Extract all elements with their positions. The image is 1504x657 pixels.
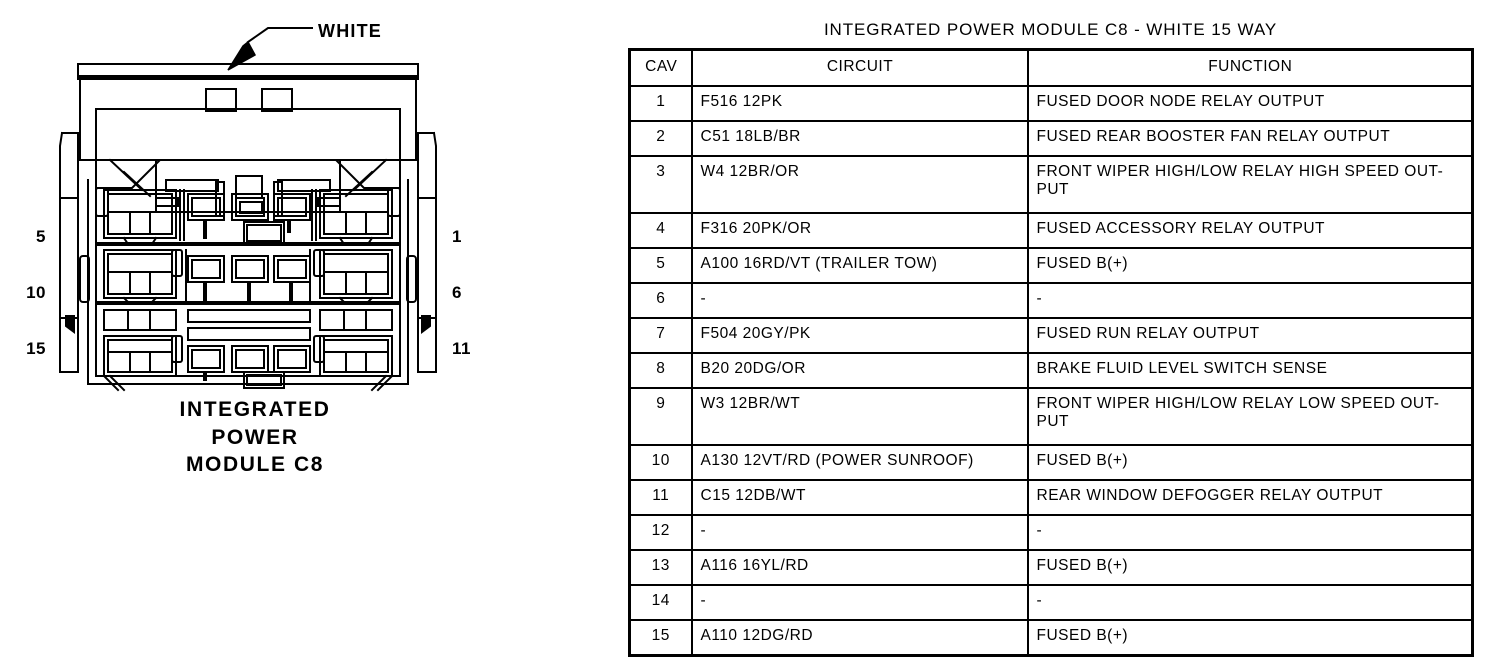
cell-circuit: F316 20PK/OR <box>690 212 1029 249</box>
cell-cav: 2 <box>628 120 693 157</box>
cell-cav: 6 <box>628 282 693 319</box>
cell-function: BRAKE FLUID LEVEL SWITCH SENSE <box>1026 352 1474 389</box>
cell-cav: 12 <box>628 514 693 551</box>
connector-caption-line-3: MODULE C8 <box>185 453 325 477</box>
cell-cav: 15 <box>628 619 693 657</box>
cell-circuit: - <box>690 282 1029 319</box>
cell-function: REAR WINDOW DEFOGGER RELAY OUTPUT <box>1026 479 1474 516</box>
connector-caption-line-1: INTEGRATED <box>179 398 331 421</box>
cell-circuit: A110 12DG/RD <box>690 619 1029 657</box>
cell-function: FUSED ACCESSORY RELAY OUTPUT <box>1026 212 1474 249</box>
cell-function: FRONT WIPER HIGH/LOW RELAY HIGH SPEED OU… <box>1026 155 1474 214</box>
cell-cav: 14 <box>628 584 693 621</box>
cell-cav: 4 <box>628 212 693 249</box>
cell-cav: 11 <box>628 479 693 516</box>
table-row: 12-- <box>628 514 1474 551</box>
cell-function: FUSED RUN RELAY OUTPUT <box>1026 317 1474 354</box>
column-header-function: FUNCTION <box>1026 48 1474 87</box>
cell-circuit: F504 20GY/PK <box>690 317 1029 354</box>
cell-function: FUSED B(+) <box>1026 549 1474 586</box>
pin-label-right-6: 6 <box>452 283 462 302</box>
cell-function: - <box>1026 282 1474 319</box>
cell-cav: 10 <box>628 444 693 481</box>
connector-illustration-panel: WHITE 5 10 15 1 6 11 INTEGRATED POWER MO… <box>0 0 600 650</box>
pin-label-right-1: 1 <box>452 227 462 246</box>
table-row: 14-- <box>628 584 1474 621</box>
cell-circuit: C51 18LB/BR <box>690 120 1029 157</box>
cavity-table-panel: INTEGRATED POWER MODULE C8 - WHITE 15 WA… <box>628 20 1474 657</box>
connector-caption-line-2: POWER <box>211 425 299 449</box>
cell-cav: 3 <box>628 155 693 214</box>
pin-label-left-5: 5 <box>36 227 46 246</box>
cell-function: FUSED DOOR NODE RELAY OUTPUT <box>1026 85 1474 122</box>
cell-cav: 9 <box>628 387 693 446</box>
table-header-row: CAV CIRCUIT FUNCTION <box>628 48 1474 87</box>
cell-cav: 5 <box>628 247 693 284</box>
column-header-cav: CAV <box>628 48 693 87</box>
pin-label-right-11: 11 <box>452 339 471 358</box>
cell-circuit: C15 12DB/WT <box>690 479 1029 516</box>
cell-circuit: - <box>690 514 1029 551</box>
cell-circuit: A130 12VT/RD (POWER SUNROOF) <box>690 444 1029 481</box>
cell-function: - <box>1026 584 1474 621</box>
cell-function: FUSED B(+) <box>1026 247 1474 284</box>
cell-function: FUSED REAR BOOSTER FAN RELAY OUTPUT <box>1026 120 1474 157</box>
cell-function: FUSED B(+) <box>1026 444 1474 481</box>
table-row: 6-- <box>628 282 1474 319</box>
cell-function: FRONT WIPER HIGH/LOW RELAY LOW SPEED OUT… <box>1026 387 1474 446</box>
cell-function: - <box>1026 514 1474 551</box>
cell-cav: 7 <box>628 317 693 354</box>
cell-cav: 1 <box>628 85 693 122</box>
cell-circuit: A100 16RD/VT (TRAILER TOW) <box>690 247 1029 284</box>
connector-drawing <box>59 27 437 392</box>
cell-circuit: F516 12PK <box>690 85 1029 122</box>
column-header-circuit: CIRCUIT <box>690 48 1029 87</box>
cell-circuit: W4 12BR/OR <box>690 155 1029 214</box>
cell-circuit: A116 16YL/RD <box>690 549 1029 586</box>
cell-circuit: B20 20DG/OR <box>690 352 1029 389</box>
cell-circuit: - <box>690 584 1029 621</box>
cell-circuit: W3 12BR/WT <box>690 387 1029 446</box>
pin-label-left-10: 10 <box>26 283 46 302</box>
cell-function: FUSED B(+) <box>1026 619 1474 657</box>
connector-caption: INTEGRATED POWER MODULE C8 <box>60 396 450 479</box>
white-callout-label: WHITE <box>318 21 382 41</box>
cell-cav: 8 <box>628 352 693 389</box>
pin-label-left-15: 15 <box>26 339 46 358</box>
table-title: INTEGRATED POWER MODULE C8 - WHITE 15 WA… <box>823 20 1278 39</box>
cell-cav: 13 <box>628 549 693 586</box>
